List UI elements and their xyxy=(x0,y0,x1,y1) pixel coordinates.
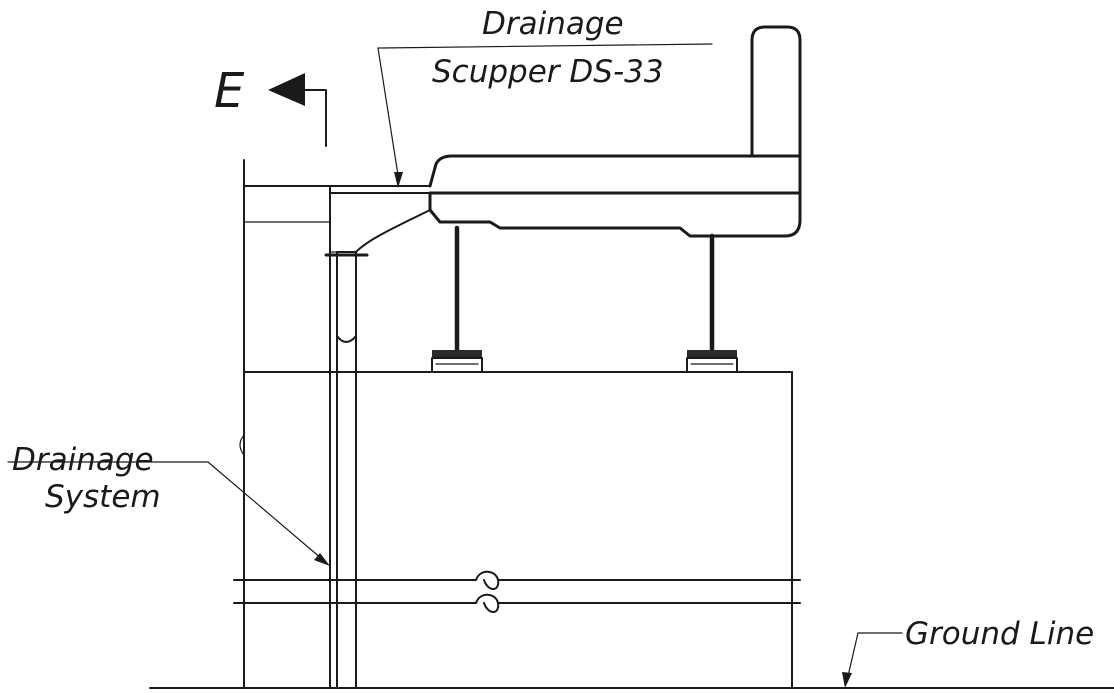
drainage-system-label-line1: Drainage xyxy=(12,442,154,478)
ground-line-label: Ground Line xyxy=(905,616,1094,652)
section-arrow-shaft xyxy=(304,89,327,147)
drainage-scupper-label-underline xyxy=(377,43,713,49)
drainage-scupper-label-line2: Scupper DS-33 xyxy=(432,54,664,90)
drainage-system-leader-arrow xyxy=(314,553,330,566)
ground-line-leader-arrow xyxy=(842,672,852,688)
ground-line: Ground Line xyxy=(149,616,1114,689)
section-marker: E xyxy=(214,63,327,147)
pier-column xyxy=(239,159,331,689)
ground-line-leader xyxy=(847,632,903,677)
drainage-scupper-leader xyxy=(377,47,399,176)
drainage-system-label-line2: System xyxy=(45,479,161,515)
girder-left xyxy=(431,225,483,373)
drainage-scupper-label-line1: Drainage xyxy=(482,6,624,42)
drainage-scupper-leader-arrow xyxy=(394,172,403,188)
drainage-system-callout: Drainage System xyxy=(7,442,330,566)
break-lines xyxy=(233,570,801,613)
girder-right xyxy=(686,233,738,373)
drainage-system-leader xyxy=(207,461,323,560)
drainage-scupper-callout: Drainage Scupper DS-33 xyxy=(377,6,713,188)
drainage-pipe xyxy=(324,251,369,689)
deck-slab xyxy=(428,25,802,238)
section-arrow-head xyxy=(268,73,305,106)
section-marker-letter: E xyxy=(214,63,245,119)
